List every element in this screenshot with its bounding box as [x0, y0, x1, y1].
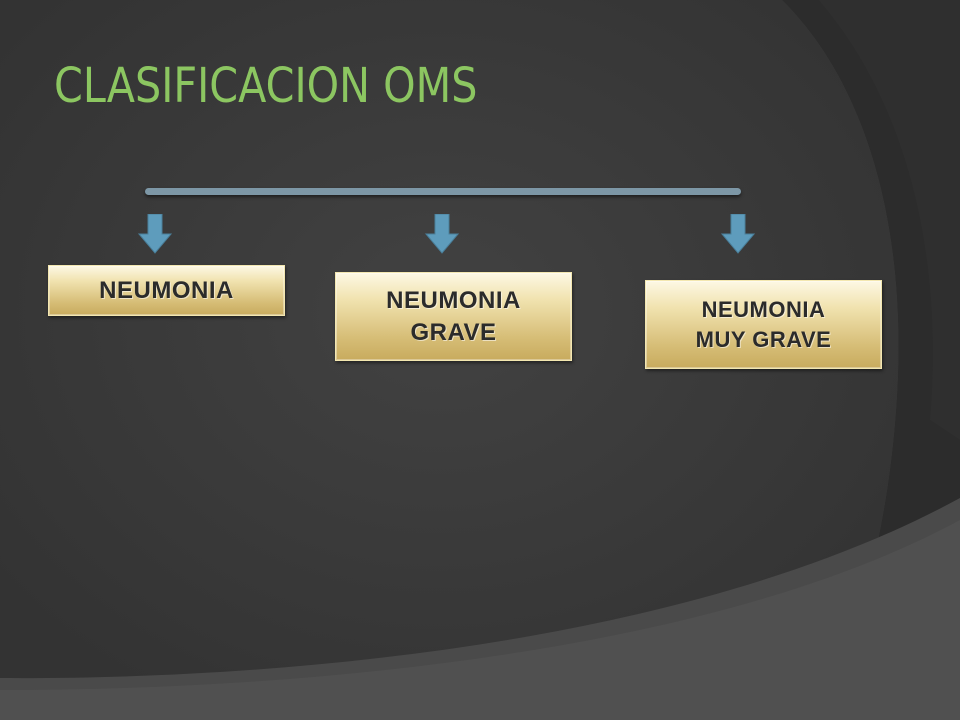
category-box-neumonia: NEUMONIA: [48, 265, 285, 316]
connector-bar: [145, 188, 741, 195]
category-label: NEUMONIA MUY GRAVE: [695, 296, 832, 352]
down-arrow-icon: [425, 214, 459, 254]
category-box-neumonia-grave: NEUMONIA GRAVE: [335, 272, 572, 361]
slide-title: CLASIFICACION OMS: [54, 58, 478, 114]
down-arrow-icon: [138, 214, 172, 254]
category-box-neumonia-muy-grave: NEUMONIA MUY GRAVE: [645, 280, 882, 369]
category-label: NEUMONIA GRAVE: [386, 286, 521, 346]
category-label: NEUMONIA: [99, 276, 234, 304]
down-arrow-icon: [721, 214, 755, 254]
